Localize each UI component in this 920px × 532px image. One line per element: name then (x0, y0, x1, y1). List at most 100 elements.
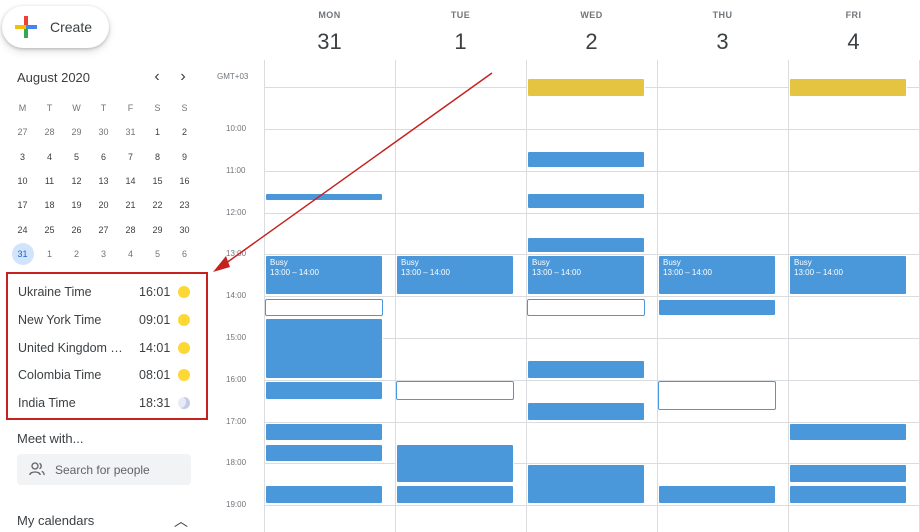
calendar-event[interactable] (527, 192, 645, 210)
meet-with-title: Meet with... (17, 431, 84, 446)
calendar-event[interactable] (265, 318, 383, 379)
calendar-event[interactable] (658, 299, 776, 317)
day-of-week: MON (318, 10, 341, 20)
calendar-event[interactable] (658, 485, 776, 505)
calendar-event[interactable] (789, 77, 907, 97)
mini-calendar-day[interactable]: 10 (9, 176, 36, 186)
mini-calendar-day[interactable]: 19 (63, 200, 90, 210)
calendar-event[interactable] (396, 380, 514, 400)
calendar-event[interactable]: Busy 13:00 – 14:00 (527, 255, 645, 296)
hour-label: 14:00 (226, 291, 247, 301)
search-people-input[interactable]: Search for people (17, 454, 191, 485)
mini-calendar-day[interactable]: 2 (63, 249, 90, 259)
mini-calendar-day[interactable]: 4 (36, 152, 63, 162)
day-number: 18 (44, 200, 55, 211)
chevron-left-icon[interactable]: ‹ (154, 68, 160, 85)
calendar-event[interactable] (527, 236, 645, 254)
mini-calendar-day[interactable]: 3 (9, 152, 36, 162)
chevron-up-icon[interactable]: ︿ (174, 513, 188, 529)
calendar-event[interactable] (265, 192, 383, 202)
mini-calendar-day[interactable]: 20 (90, 200, 117, 210)
mini-calendar-day[interactable]: 23 (171, 200, 198, 210)
create-button[interactable]: Create (2, 6, 109, 48)
mini-calendar-day[interactable]: 9 (171, 152, 198, 162)
mini-calendar-day[interactable]: 28 (36, 127, 63, 137)
chevron-right-icon[interactable]: › (180, 68, 186, 85)
mini-calendar-day[interactable]: 27 (90, 225, 117, 235)
my-calendars-title[interactable]: My calendars (17, 513, 95, 528)
calendar-event[interactable]: Busy 13:00 – 14:00 (265, 255, 383, 296)
mini-calendar-day[interactable]: 6 (171, 249, 198, 259)
day-divider (526, 60, 527, 532)
day-number: 4 (46, 151, 52, 162)
calendar-event[interactable] (789, 464, 907, 484)
time-zone-name: Colombia Time (18, 368, 102, 383)
hour-label: 13:00 (226, 249, 247, 259)
mini-calendar-day[interactable]: 5 (63, 152, 90, 162)
calendar-event[interactable]: Busy 13:00 – 14:00 (396, 255, 514, 296)
calendar-event[interactable]: Busy 13:00 – 14:00 (658, 255, 776, 296)
calendar-event[interactable] (265, 485, 383, 505)
mini-calendar-day[interactable]: 8 (144, 152, 171, 162)
mini-calendar-day[interactable]: 17 (9, 200, 36, 210)
mini-calendar-day[interactable]: 18 (36, 200, 63, 210)
calendar-event[interactable] (527, 299, 645, 317)
calendar-event[interactable] (527, 359, 645, 379)
calendar-event[interactable]: Busy 13:00 – 14:00 (789, 255, 907, 296)
calendar-event[interactable] (789, 422, 907, 442)
calendar-event[interactable] (396, 443, 514, 484)
mini-calendar-day[interactable]: 5 (144, 249, 171, 259)
mini-calendar-day[interactable]: 29 (63, 127, 90, 137)
calendar-event[interactable] (527, 77, 645, 97)
mini-calendar-day[interactable]: 16 (171, 176, 198, 186)
mini-calendar-day[interactable]: 14 (117, 176, 144, 186)
mini-calendar-day[interactable]: 25 (36, 225, 63, 235)
day-of-week: WED (580, 10, 603, 20)
calendar-event[interactable] (527, 464, 645, 505)
mini-calendar-day[interactable]: 28 (117, 225, 144, 235)
mini-calendar-day[interactable]: 29 (144, 225, 171, 235)
mini-calendar-day[interactable]: 6 (90, 152, 117, 162)
mini-calendar-day[interactable]: 15 (144, 176, 171, 186)
hour-label: 19:00 (226, 500, 247, 510)
mini-calendar-day[interactable]: 1 (144, 127, 171, 137)
day-number: 30 (179, 224, 190, 235)
mini-calendar-day[interactable]: 27 (9, 127, 36, 137)
calendar-event[interactable] (265, 380, 383, 400)
calendar-event[interactable] (265, 443, 383, 463)
mini-calendar-day[interactable]: 30 (171, 225, 198, 235)
day-number: 26 (71, 224, 82, 235)
mini-calendar-day[interactable]: 11 (36, 176, 63, 186)
calendar-event[interactable] (527, 150, 645, 168)
mini-calendar-day[interactable]: 3 (90, 249, 117, 259)
day-number: 6 (100, 151, 106, 162)
mini-calendar-day[interactable]: 21 (117, 200, 144, 210)
calendar-event[interactable] (658, 380, 776, 411)
calendar-event[interactable] (527, 401, 645, 421)
calendar-event[interactable] (265, 299, 383, 317)
mini-calendar-day[interactable]: 7 (117, 152, 144, 162)
mini-calendar-day[interactable]: 31 (117, 127, 144, 137)
week-grid[interactable]: Busy 13:00 – 14:00 Busy 13:00 – 14:00 Busy… (264, 60, 920, 532)
mini-calendar-day[interactable]: 24 (9, 225, 36, 235)
calendar-event[interactable] (789, 485, 907, 505)
mini-calendar-day[interactable]: 1 (36, 249, 63, 259)
mini-calendar-day[interactable]: 22 (144, 200, 171, 210)
calendar-event[interactable] (396, 485, 514, 505)
mini-calendar-day[interactable]: 12 (63, 176, 90, 186)
mini-calendar-day[interactable]: 2 (171, 127, 198, 137)
day-number: 31 (125, 127, 136, 138)
mini-calendar-today[interactable]: 31 (9, 242, 36, 265)
mini-calendar-day[interactable]: 13 (90, 176, 117, 186)
calendar-event[interactable] (265, 422, 383, 442)
mini-calendar-day[interactable]: 4 (117, 249, 144, 259)
mini-calendar-day[interactable]: 30 (90, 127, 117, 137)
mini-calendar-day[interactable]: 26 (63, 225, 90, 235)
hour-divider (264, 170, 920, 172)
day-number: 2 (181, 127, 187, 138)
